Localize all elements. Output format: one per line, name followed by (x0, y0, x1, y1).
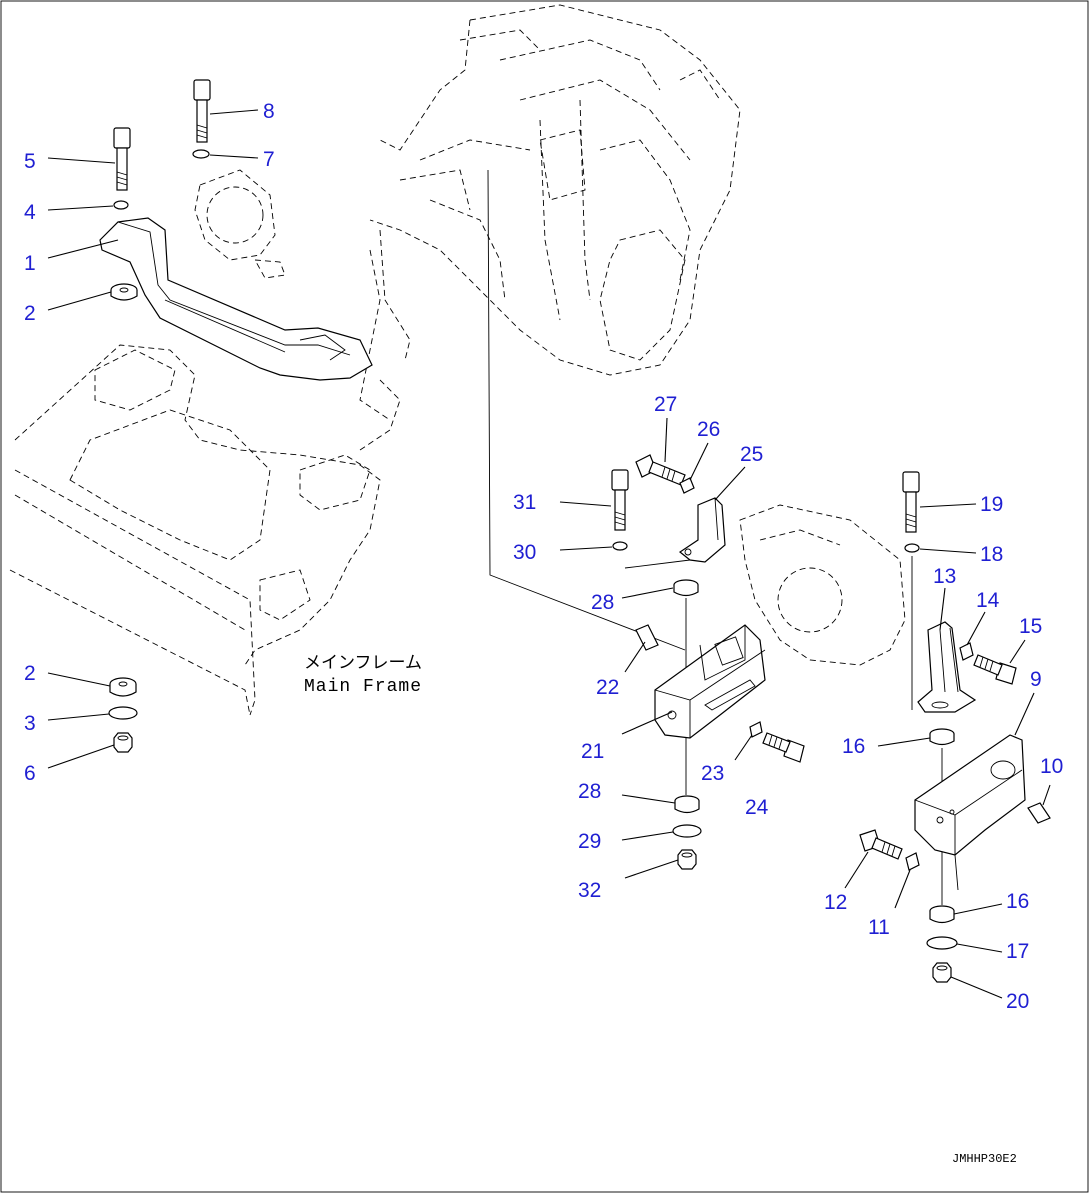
pin-part-10 (1027, 802, 1051, 824)
rubber-mount-part-2-lower (109, 677, 137, 697)
part-number-16-upper: 16 (842, 735, 865, 758)
bracket-part-21 (654, 624, 766, 739)
main-frame-label-en: Main Frame (304, 677, 422, 697)
washer-part-7 (192, 149, 210, 159)
bolt-part-19 (902, 471, 920, 533)
main-frame-label-jp: メインフレーム (304, 653, 422, 673)
part-number-22: 22 (596, 676, 619, 699)
part-number-2-upper: 2 (24, 302, 36, 325)
part-number-30: 30 (513, 541, 536, 564)
washer-part-18 (904, 543, 920, 553)
bolt-part-24 (762, 732, 805, 763)
rubber-mount-part-28-upper (673, 579, 699, 597)
part-number-24: 24 (745, 796, 769, 819)
nut-part-6 (113, 732, 133, 753)
part-number-17: 17 (1006, 940, 1029, 963)
part-number-12: 12 (824, 891, 847, 914)
drawing-code: JMHHP30E2 (952, 1152, 1017, 1166)
part-number-21: 21 (581, 740, 604, 763)
part-number-27: 27 (654, 393, 677, 416)
washer-part-30 (612, 541, 628, 551)
bracket-part-25 (678, 497, 726, 563)
part-number-9: 9 (1030, 668, 1042, 691)
part-number-31: 31 (513, 491, 536, 514)
part-number-19: 19 (980, 493, 1003, 516)
part-number-29: 29 (578, 830, 601, 853)
rear-frame-outline (359, 4, 741, 421)
washer-part-3 (108, 706, 138, 720)
washer-part-29 (672, 824, 702, 838)
part-number-13: 13 (933, 565, 956, 588)
rubber-mount-part-16-upper (929, 728, 955, 746)
part-number-6: 6 (24, 762, 36, 785)
guide-line (487, 169, 686, 651)
part-number-10: 10 (1040, 755, 1063, 778)
bolt-part-31 (611, 469, 629, 531)
part-number-7: 7 (263, 148, 275, 171)
part-number-3: 3 (24, 712, 36, 735)
washer-part-23 (749, 721, 763, 738)
nut-part-32 (677, 849, 697, 870)
part-number-32: 32 (578, 879, 601, 902)
part-number-25: 25 (740, 443, 763, 466)
part-number-5: 5 (24, 150, 36, 173)
part-number-16-lower: 16 (1006, 890, 1029, 913)
rubber-mount-part-28-lower (674, 795, 700, 814)
transmission-housing-outline (739, 504, 906, 666)
bolt-part-5 (113, 127, 131, 191)
part-number-14: 14 (976, 589, 1000, 612)
part-number-labels: 8 7 5 4 1 2 2 3 6 31 30 27 26 25 28 22 2… (24, 100, 1063, 1013)
rubber-mount-part-16-lower (929, 905, 955, 924)
pin-part-22 (635, 624, 659, 651)
part-number-11: 11 (868, 916, 890, 939)
bracket-part-13 (917, 621, 977, 713)
washer-part-4 (113, 200, 129, 210)
bearing-housing-outline (194, 169, 286, 279)
washer-part-14 (959, 642, 974, 661)
washer-part-17 (926, 936, 958, 950)
bolt-part-8 (193, 79, 211, 143)
part-number-4: 4 (24, 201, 36, 224)
washer-part-11 (905, 852, 920, 871)
washer-part-26 (679, 477, 695, 494)
part-number-28-upper: 28 (591, 591, 614, 614)
rubber-mount-part-2-upper (110, 283, 138, 301)
mounting-bar-part-1 (99, 217, 373, 381)
bolt-part-15 (973, 654, 1017, 685)
part-number-18: 18 (980, 543, 1003, 566)
part-number-26: 26 (697, 418, 720, 441)
main-frame-outline (9, 344, 401, 716)
part-number-2-lower: 2 (24, 662, 36, 685)
part-number-28-lower: 28 (578, 780, 601, 803)
leader-lines (47, 109, 1051, 999)
part-number-1: 1 (24, 252, 36, 275)
bracket-part-9 (914, 734, 1026, 891)
bolt-part-27 (635, 454, 686, 486)
nut-part-20 (932, 962, 952, 983)
part-number-20: 20 (1006, 990, 1029, 1013)
part-number-15: 15 (1019, 615, 1042, 638)
bolt-part-12 (859, 829, 903, 860)
part-number-8: 8 (263, 100, 275, 123)
part-number-23: 23 (701, 762, 724, 785)
